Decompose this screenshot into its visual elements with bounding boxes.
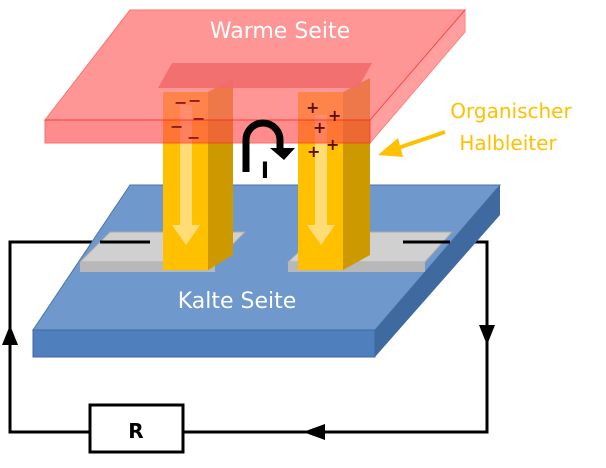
current-arrow-icon: I (242, 119, 295, 184)
warm-side-label: Warme Seite (210, 19, 350, 44)
semiconductor-pointer-arrow-icon (378, 130, 446, 157)
current-label: I (261, 159, 269, 184)
positive-charge: + (328, 106, 341, 125)
negative-charge: − (187, 128, 200, 147)
positive-charge: + (307, 142, 320, 161)
warm-plate (43, 8, 467, 145)
resistor-label: R (128, 419, 143, 443)
negative-charge: − (188, 91, 201, 110)
positive-charge: + (313, 118, 326, 137)
cold-side-label: Kalte Seite (178, 289, 297, 314)
arrow-left-icon (303, 424, 325, 440)
negative-charge: − (192, 109, 205, 128)
cold-plate (32, 184, 502, 358)
positive-charges: + + + + + (306, 98, 341, 161)
arrow-up-icon (2, 325, 18, 345)
arrow-down-icon (479, 325, 495, 345)
semiconductor-label-line2: Halbleiter (459, 131, 557, 155)
semiconductor-label-line1: Organischer (450, 99, 572, 123)
resistor: R (88, 403, 185, 454)
positive-charge: + (326, 135, 339, 154)
negative-charge: − (170, 117, 183, 136)
negative-charges: − − − − − (170, 91, 205, 147)
negative-charge: − (174, 93, 187, 112)
flow-arrow-icon (307, 115, 335, 245)
positive-charge: + (306, 98, 319, 117)
flow-arrow-icon (172, 105, 200, 245)
